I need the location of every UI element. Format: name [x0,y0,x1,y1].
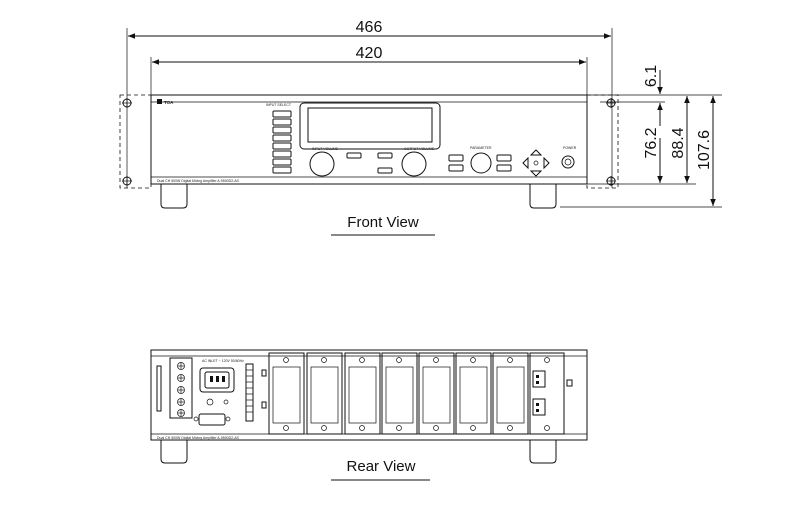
power-button [561,155,575,169]
rack-ear-holes [122,98,616,186]
ac-inlet-label: AC INLET ~ 120V 50/60Hz [202,359,244,363]
module-slots [268,352,529,435]
rear-view-device: AC INLET ~ 120V 50/60Hz [150,349,588,464]
overall-width-label: 466 [356,19,383,36]
output-volume-label: OUTPUT VOLUME [404,147,435,151]
output-volume-knob [401,151,427,177]
center-button-2 [377,152,393,159]
ground-screw [206,398,214,406]
display-bezel [299,102,441,150]
total-height-label: 107.6 [696,130,713,170]
dimension-overall-width: 466 [126,19,613,188]
output-connector-2 [532,398,546,416]
front-foot-left [160,184,188,209]
direction-pad [522,149,550,177]
input-volume-label: INPUT VOLUME [312,147,339,151]
control-connector-pins [246,369,253,413]
parameter-label: PARAMETER [470,146,492,150]
front-panel [150,94,588,185]
rear-panel [150,349,588,441]
dimension-vertical-group: 6.1 76.2 88.4 107.6 [560,65,722,208]
rack-height-label: 76.2 [643,127,660,158]
module-slot-screws [283,357,513,431]
power-label: POWER [563,146,577,150]
rear-foot-right [529,440,557,464]
speaker-terminals [177,362,185,417]
input-select-label: INPUT SELECT [266,103,292,107]
right-rack-ear [586,94,619,189]
speaker-terminal-block [169,357,193,419]
dip-switch-2 [261,401,267,409]
input-volume-knob [309,151,335,177]
panel-height-label: 88.4 [670,127,687,158]
rear-indicator [566,379,573,387]
param-button-1 [448,154,464,162]
output-connector-1 [532,370,546,388]
param-button-4 [496,164,512,172]
brand-logo: TOA [164,100,174,105]
param-button-2 [448,164,464,172]
input-select-buttons [272,110,292,174]
rear-view-label: Rear View [347,458,416,475]
front-view-label: Front View [347,214,419,231]
dimension-panel-width: 420 [150,45,588,96]
control-connector-strip [245,363,254,422]
center-button-1 [346,152,362,159]
top-offset-label: 6.1 [643,65,660,87]
lcd-display [307,107,433,143]
rear-foot-left [160,440,188,464]
rear-model-text: Dual CH 500W Digital Mixing Amplifier A-… [157,436,240,440]
front-view-device: TOA INPUT SELECT INPUT VOLUME OUTPUT VOL… [119,94,619,209]
output-module [529,352,565,435]
parameter-knob [470,152,492,174]
left-rack-ear [119,94,152,189]
center-button-3 [377,167,393,174]
serial-connector [198,413,226,426]
front-model-text: Dual CH 500W Digital Mixing Amplifier A-… [157,179,240,183]
brand-logo-mark [157,99,162,104]
dip-switch-1 [261,369,267,377]
panel-width-label: 420 [356,45,383,62]
param-button-3 [496,154,512,162]
ac-inlet [199,367,235,393]
front-foot-right [529,184,557,209]
ground-bar [156,365,162,412]
